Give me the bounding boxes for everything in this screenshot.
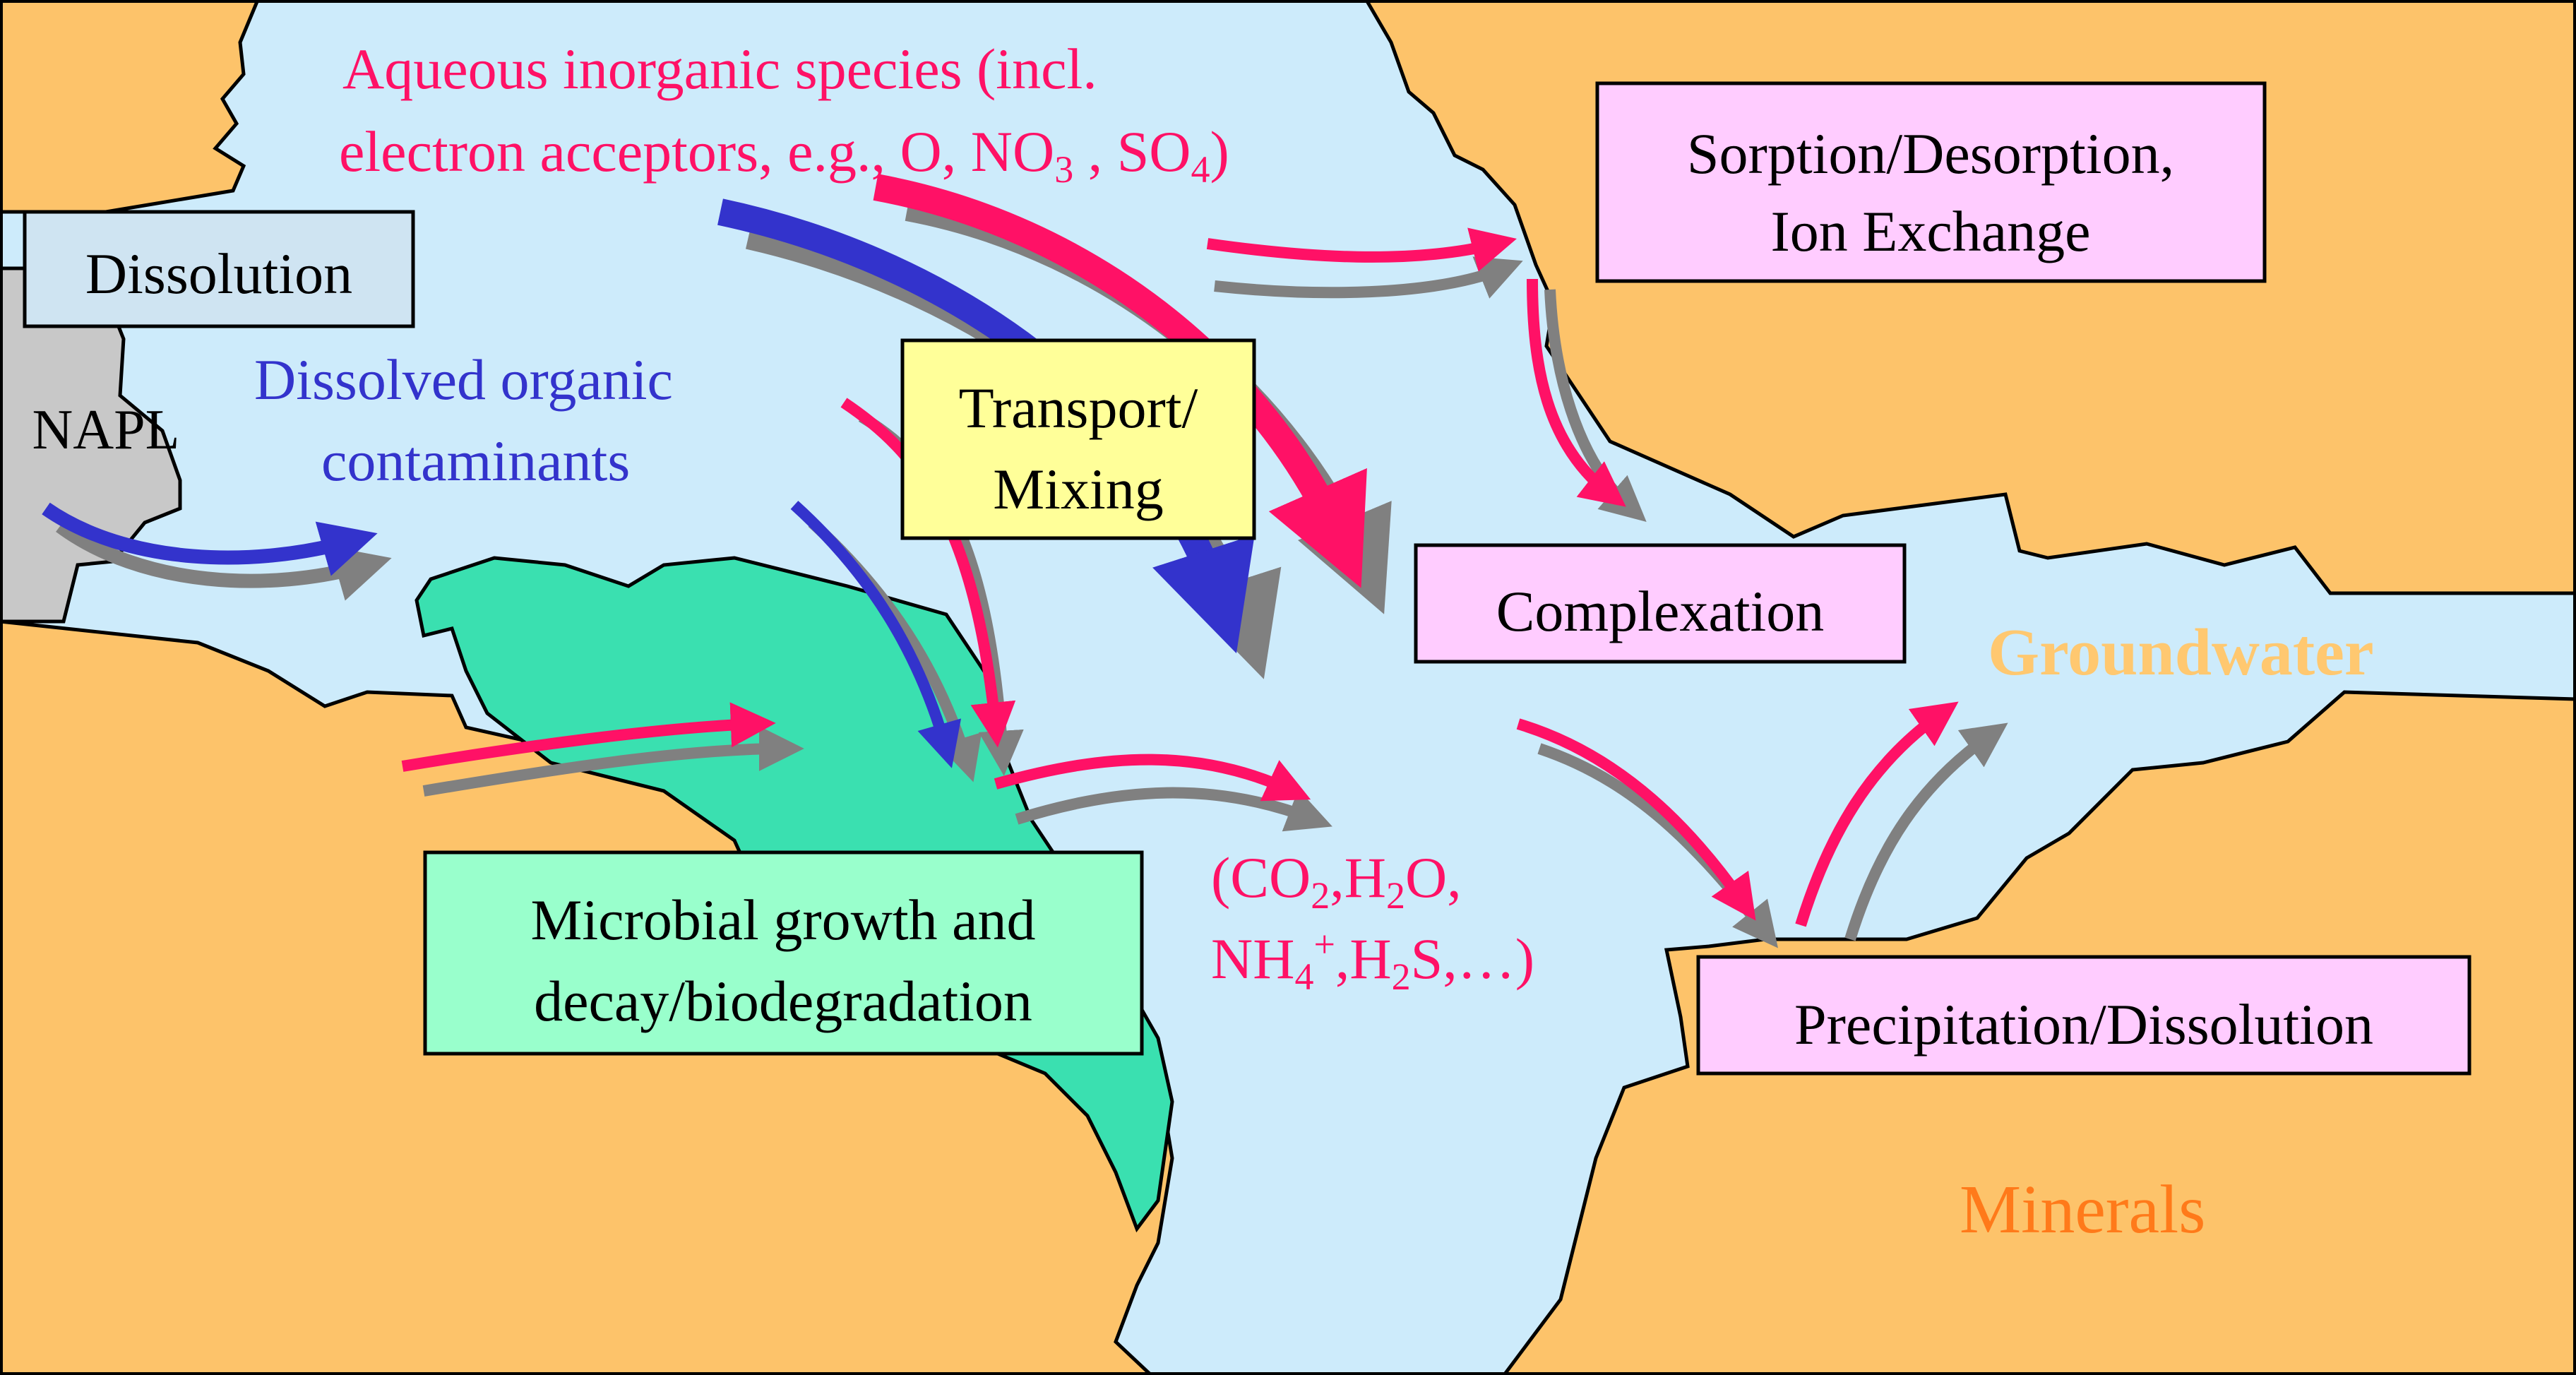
products-line2-b: ,H — [1335, 927, 1392, 991]
aqueous-line2-end: ) — [1210, 119, 1229, 184]
aqueous-line1: Aqueous inorganic species (incl. — [342, 37, 1097, 101]
products-label: (CO2,H2O, NH4+,H2S,…) — [1211, 845, 1534, 998]
aqueous-line2-mid: , SO — [1073, 119, 1191, 184]
products-line1-b: ,H — [1330, 845, 1386, 910]
dissolution-box: Dissolution — [23, 210, 415, 328]
biofilm-products-arrow — [994, 754, 1311, 802]
microbial-line1: Microbial growth and — [530, 888, 1035, 952]
minerals-label: Minerals — [1960, 1172, 2205, 1248]
mineral-top-left — [0, 0, 260, 214]
complexation-label: Complexation — [1496, 579, 1825, 643]
dissolution-out-arrow — [1795, 701, 1959, 927]
nh4-subscript: 4 — [1294, 956, 1313, 998]
nh4-superscript: + — [1313, 923, 1335, 965]
sorption-in-arrow — [1206, 227, 1517, 272]
sorption-line1: Sorption/Desorption, — [1687, 121, 2174, 186]
sorption-line2: Ion Exchange — [1770, 199, 2090, 263]
groundwater-label: Groundwater — [1988, 616, 2374, 689]
aqueous-line2-text: electron acceptors, e.g., O, NO — [339, 119, 1054, 184]
shadow-red-biofilm-arrow — [422, 726, 804, 797]
transport-mixing-box: Transport/ Mixing — [900, 338, 1256, 540]
precipitation-box: Precipitation/Dissolution — [1696, 955, 2471, 1076]
napl-label: NAPL — [32, 399, 180, 461]
shadow-products-arrow — [1015, 787, 1332, 832]
co2-subscript: 2 — [1311, 874, 1330, 917]
complexation-box: Complexation — [1414, 543, 1907, 664]
products-line2-a: NH — [1211, 927, 1294, 991]
no3-subscript: 3 — [1054, 148, 1073, 191]
h2o-subscript: 2 — [1386, 874, 1405, 917]
microbial-box: Microbial growth and decay/biodegradatio… — [423, 850, 1144, 1056]
inorganic-transport-arrow — [873, 174, 1367, 588]
precipitation-label: Precipitation/Dissolution — [1794, 992, 2373, 1056]
aqueous-species-label: Aqueous inorganic species (incl. electro… — [339, 37, 1229, 191]
shadow-precip-out-arrow — [1844, 722, 2008, 941]
dissolved-line2: contaminants — [321, 429, 630, 493]
so4-subscript: 4 — [1191, 148, 1210, 191]
biofilm-inflow-arrow — [401, 702, 776, 772]
h2s-subscript: 2 — [1392, 956, 1411, 998]
dissolved-organic-label: Dissolved organic contaminants — [254, 347, 673, 493]
shadow-red-top-arrow — [1214, 256, 1523, 299]
products-line1: (CO2,H2O, — [1211, 845, 1462, 917]
dissolution-label: Dissolution — [85, 242, 352, 306]
products-line1-c: O, — [1405, 845, 1462, 910]
transport-line1: Transport/ — [959, 376, 1198, 440]
precipitation-in-arrow — [1516, 718, 1756, 921]
dissolved-line1: Dissolved organic — [254, 347, 673, 412]
products-line2-c: S,…) — [1411, 927, 1534, 991]
aqueous-line2: electron acceptors, e.g., O, NO3 , SO4) — [339, 119, 1229, 191]
products-line2: NH4+,H2S,…) — [1211, 923, 1534, 998]
transport-line2: Mixing — [993, 457, 1163, 521]
microbial-line2: decay/biodegradation — [534, 969, 1032, 1033]
sorption-to-complexation-arrow — [1527, 278, 1626, 507]
napl-dissolution-arrow — [42, 502, 378, 576]
sorption-box: Sorption/Desorption, Ion Exchange — [1595, 81, 2267, 283]
napl-region — [0, 266, 182, 624]
organic-to-biofilm-arrow — [790, 501, 962, 768]
products-line1-a: (CO — [1211, 845, 1311, 910]
